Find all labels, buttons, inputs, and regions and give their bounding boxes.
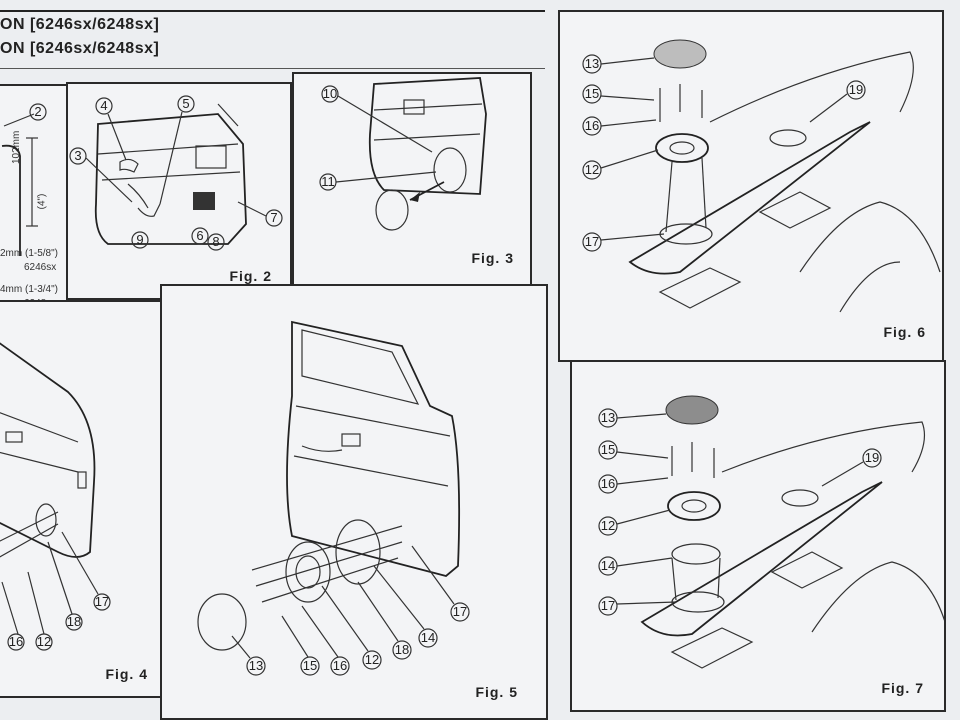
- callout-16: 16: [9, 634, 23, 649]
- callout-13: 13: [601, 410, 615, 425]
- dim-b: 4mm (1-3/4"): [0, 284, 59, 295]
- callout-14: 14: [421, 630, 435, 645]
- callout-18: 18: [395, 642, 409, 657]
- callout-12: 12: [37, 634, 51, 649]
- callout-17: 17: [601, 598, 615, 613]
- grille-fig6: [653, 39, 707, 69]
- door-handle: [119, 158, 139, 173]
- speaker-fig7: [667, 491, 721, 521]
- callout-10: 10: [323, 86, 337, 101]
- fig-2-caption: Fig. 2: [229, 268, 272, 284]
- callout-6: 6: [196, 228, 203, 243]
- dash-curve-fig6: [709, 51, 914, 123]
- armrest-cup: [195, 145, 227, 169]
- header-rule: [0, 0, 545, 12]
- figure-5-drawing: 13 15 16 12 18 14 17: [197, 320, 470, 676]
- speaker-hole-outline: [1, 144, 21, 256]
- callout-12: 12: [585, 162, 599, 177]
- header-line-2: ON [6246sx/6248sx]: [0, 40, 160, 57]
- fig-3-caption: Fig. 3: [471, 250, 514, 266]
- figure-3-panel: 10 11 Fig. 3: [292, 72, 532, 288]
- dim-102mm: 102mm: [11, 130, 22, 164]
- header-divider: [0, 68, 545, 69]
- callout-17: 17: [585, 234, 599, 249]
- fig-5-caption: Fig. 5: [475, 684, 518, 700]
- door-shell-fig5: [286, 320, 461, 577]
- fig-4-caption: Fig. 4: [105, 666, 148, 682]
- callout-5: 5: [182, 96, 189, 111]
- speaker-fig6: [655, 133, 709, 163]
- callout-16: 16: [585, 118, 599, 133]
- callouts-fig5: 13 15 16 12 18 14 17: [246, 602, 470, 676]
- grille-fig7: [665, 395, 719, 425]
- speaker-hole-dark: [193, 192, 215, 210]
- removed-cover: [375, 189, 409, 231]
- callout-16: 16: [601, 476, 615, 491]
- callout-17: 17: [95, 594, 109, 609]
- callout-19: 19: [849, 82, 863, 97]
- spacer-ring-fig7: [671, 543, 721, 565]
- callout-11: 11: [321, 174, 335, 189]
- door-panel: [94, 113, 247, 245]
- figure-6-panel: 13 15 16 12 17 19 Fig. 6: [558, 10, 944, 362]
- grille-fig5: [197, 593, 247, 651]
- shelf-board-fig6: [628, 121, 871, 275]
- callout-2: 2: [34, 104, 41, 119]
- callout-18: 18: [67, 614, 81, 629]
- speaker-fig4: [35, 503, 57, 537]
- callout-14: 14: [601, 558, 615, 573]
- callout-17: 17: [453, 604, 467, 619]
- figure-6-drawing: 13 15 16 12 17 19: [582, 39, 941, 313]
- figure-7-panel: 13 15 16 12 14 17 19 Fig. 7: [570, 360, 946, 712]
- callout-15: 15: [601, 442, 615, 457]
- callout-3: 3: [74, 148, 81, 163]
- header-line-1: ON [6246sx/6248sx]: [0, 16, 160, 33]
- model-a: 6246sx: [24, 262, 57, 273]
- figure-1-drawing: 2: [1, 103, 47, 256]
- callouts-fig7: 13 15 16 12 14 17 19: [598, 408, 882, 616]
- callout-15: 15: [585, 86, 599, 101]
- callout-4: 4: [100, 98, 107, 113]
- dash-curve-fig7: [721, 421, 925, 473]
- callout-12: 12: [601, 518, 615, 533]
- dim-4in: (4"): [36, 193, 48, 210]
- figure-1-panel: 2 102mm (4") 2mm (1-5/8") 6246sx 4mm (1-…: [0, 84, 68, 314]
- spacer-ring-fig5: [335, 519, 381, 585]
- callout-7: 7: [270, 210, 277, 225]
- figure-7-drawing: 13 15 16 12 14 17 19: [598, 395, 944, 669]
- door-shell-fig4: [0, 342, 96, 558]
- callout-16: 16: [333, 658, 347, 673]
- fig-7-caption: Fig. 7: [881, 680, 924, 696]
- callouts-fig2: 4 5 3 6 8 7 9: [69, 95, 283, 251]
- callouts-fig6: 13 15 16 12 17 19: [582, 54, 866, 252]
- callout-15: 15: [303, 658, 317, 673]
- shelf-board-fig7: [640, 481, 883, 637]
- figure-2-drawing: 4 5 3 6 8 7 9: [69, 95, 283, 251]
- callout-19: 19: [865, 450, 879, 465]
- figure-5-panel: 13 15 16 12 18 14 17 Fig. 5: [160, 284, 548, 720]
- callout-13: 13: [585, 56, 599, 71]
- figure-3-drawing: 10 11: [319, 77, 487, 231]
- callout-9: 9: [136, 232, 143, 247]
- figure-2-panel: 4 5 3 6 8 7 9 Fig. 2: [66, 82, 292, 300]
- figure-4-panel: 16 12 18 17 Fig. 4: [0, 300, 164, 698]
- dim-a: 2mm (1-5/8"): [0, 248, 59, 259]
- window-frame: [301, 329, 420, 405]
- callout-13: 13: [249, 658, 263, 673]
- handle-recess: [403, 99, 425, 115]
- fig-6-caption: Fig. 6: [883, 324, 926, 340]
- callout-2-circle: [29, 103, 47, 121]
- callout-12: 12: [365, 652, 379, 667]
- hand-sketch: [137, 203, 161, 217]
- figure-4-drawing: 16 12 18 17: [0, 342, 111, 651]
- speaker-fig5: [285, 541, 331, 603]
- speaker-cover-mount: [433, 147, 467, 193]
- callout-8: 8: [212, 234, 219, 249]
